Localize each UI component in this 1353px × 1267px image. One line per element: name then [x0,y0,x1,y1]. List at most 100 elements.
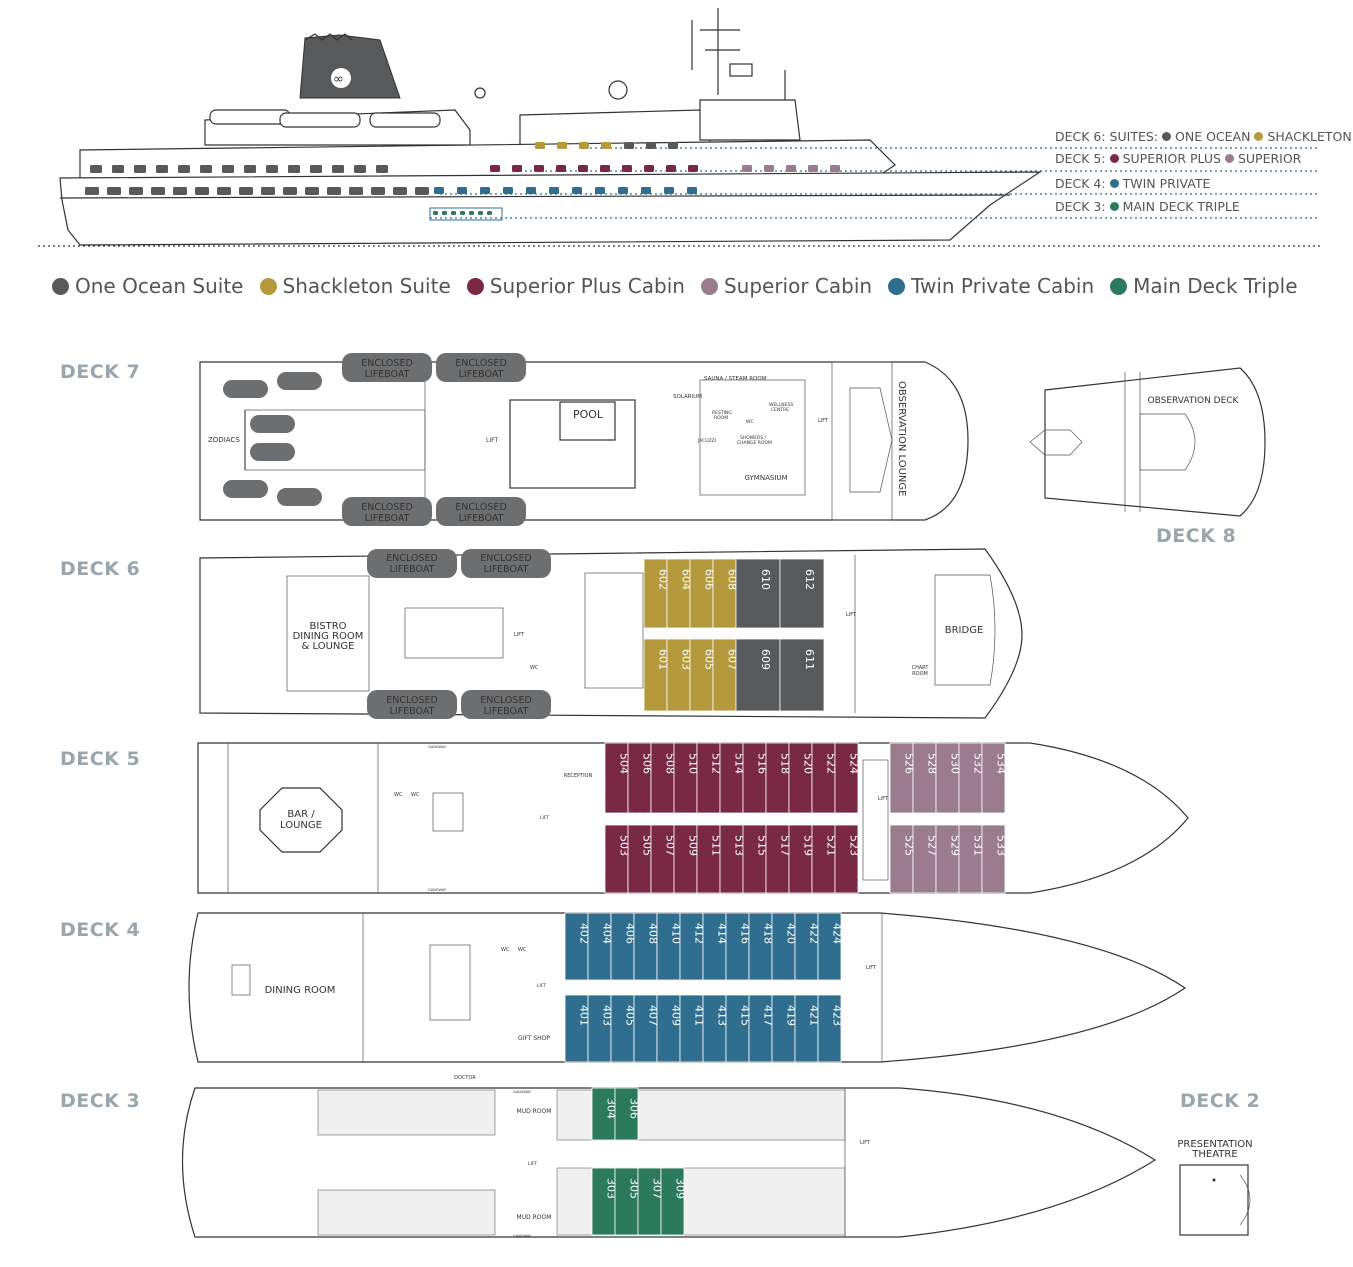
legend-label: Shackleton Suite [282,274,451,298]
cabin-523[interactable] [834,824,859,894]
cabin-number: 424 [831,923,844,944]
lift-label: LIFT [514,632,525,638]
cabin-number: 404 [601,923,614,944]
lifeboat-label: LIFEBOAT [365,369,410,380]
profile-window [480,187,490,194]
cabin-number: 507 [664,835,677,856]
cabin-306[interactable] [614,1087,639,1141]
deck-3-title: DECK 3 [60,1090,141,1112]
profile-window [178,165,190,173]
profile-window [668,142,678,149]
lift-label: LIFT [818,418,829,424]
cabin-number: 411 [693,1005,706,1026]
profile-window [666,165,676,172]
cabin-424[interactable] [817,912,842,981]
cabin-number: 612 [803,569,816,590]
cabin-number: 522 [825,753,838,774]
profile-window [434,187,444,194]
gangway-label: GANGWAY [513,1090,532,1094]
cabin-609[interactable] [735,638,781,712]
cabin-number: 413 [716,1005,729,1026]
profile-windows-deck6 [535,142,678,149]
profile-window [618,187,628,194]
cabin-533[interactable] [981,824,1006,894]
dining-room-label: DINING ROOM [265,985,336,996]
cabin-number: 416 [739,923,752,944]
profile-window [266,165,278,173]
legend-label: Superior Plus Cabin [489,274,685,298]
lifeboat [436,497,526,526]
deck-5-plan: BAR / LOUNGE RECEPTION GANGWAY GANGWAY W… [197,742,1189,894]
cabin-number: 611 [803,649,816,670]
cabin-524[interactable] [834,742,859,814]
doctor-label: DOCTOR [454,1075,476,1081]
side-key-label: ONE OCEAN [1175,129,1251,144]
cabin-number: 505 [641,835,654,856]
lifeboat-label: ENCLOSED [361,502,413,513]
cabin-number: 520 [802,753,815,774]
cabin-612[interactable] [779,558,825,629]
cabin-number: 531 [972,835,985,856]
side-key-label: TWIN PRIVATE [1122,176,1211,191]
profile-window [173,187,187,195]
cabin-number: 526 [903,753,916,774]
legend-label: One Ocean Suite [75,274,244,298]
profile-window [624,142,634,149]
profile-window [808,165,818,172]
lifeboat [461,690,551,719]
side-key-deck6: DECK 6: SUITES: ONE OCEAN SHACKLETON [1055,129,1352,144]
profile-window [742,165,752,172]
profile-window [687,187,697,194]
lifeboat-label: ENCLOSED [455,358,507,369]
profile-window [600,165,610,172]
lifeboat-label: LIFEBOAT [459,513,504,524]
legend-dot [52,277,69,295]
logo-ring-icon [331,68,351,88]
profile-window [534,165,544,172]
profile-window [664,187,674,194]
profile-window [512,165,522,172]
profile-window [283,187,297,195]
radar-dome-icon [608,80,628,100]
cabin-number: 503 [618,835,631,856]
cabin-309[interactable] [660,1167,685,1236]
profile-window [310,165,322,173]
profile-window [526,187,536,194]
cabin-number: 513 [733,835,746,856]
bar-label: LOUNGE [280,820,322,831]
cabin-423[interactable] [817,994,842,1063]
legend-label: Main Deck Triple [1133,274,1298,298]
cabin-number: 517 [779,835,792,856]
lift-label: LIFT [878,796,889,802]
profile-window [460,211,465,215]
gymnasium-label: GYMNASIUM [744,474,787,482]
superior-dot [1224,154,1234,163]
wc-label: WC [530,665,539,671]
deck-2-title: DECK 2 [1180,1090,1261,1112]
lifeboat [342,497,432,526]
reception-label: RECEPTION [564,773,593,779]
wc-label: WC [518,947,527,953]
cabin-611[interactable] [779,638,825,712]
profile-window [393,187,407,195]
profile-window [332,165,344,173]
profile-window [433,211,438,215]
cabin-534[interactable] [981,742,1006,814]
deck-4-title: DECK 4 [60,919,141,941]
deck-3-plan: DOCTOR MUD ROOM MUD ROOM GANGWAY GANGWAY… [181,1075,1157,1238]
profile-window [503,187,513,194]
profile-window [134,165,146,173]
legend-item-superior-plus: Superior Plus Cabin [466,274,685,298]
profile-window [239,187,253,195]
cabin-number: 410 [670,923,683,944]
profile-window [579,142,589,149]
wc-label: WC [746,419,754,425]
bistro-label: BISTRO [309,621,346,632]
pool-label: POOL [573,408,604,421]
bistro-label: & LOUNGE [302,641,355,652]
cabin-610[interactable] [735,558,781,629]
lifeboat-label: LIFEBOAT [390,564,435,575]
